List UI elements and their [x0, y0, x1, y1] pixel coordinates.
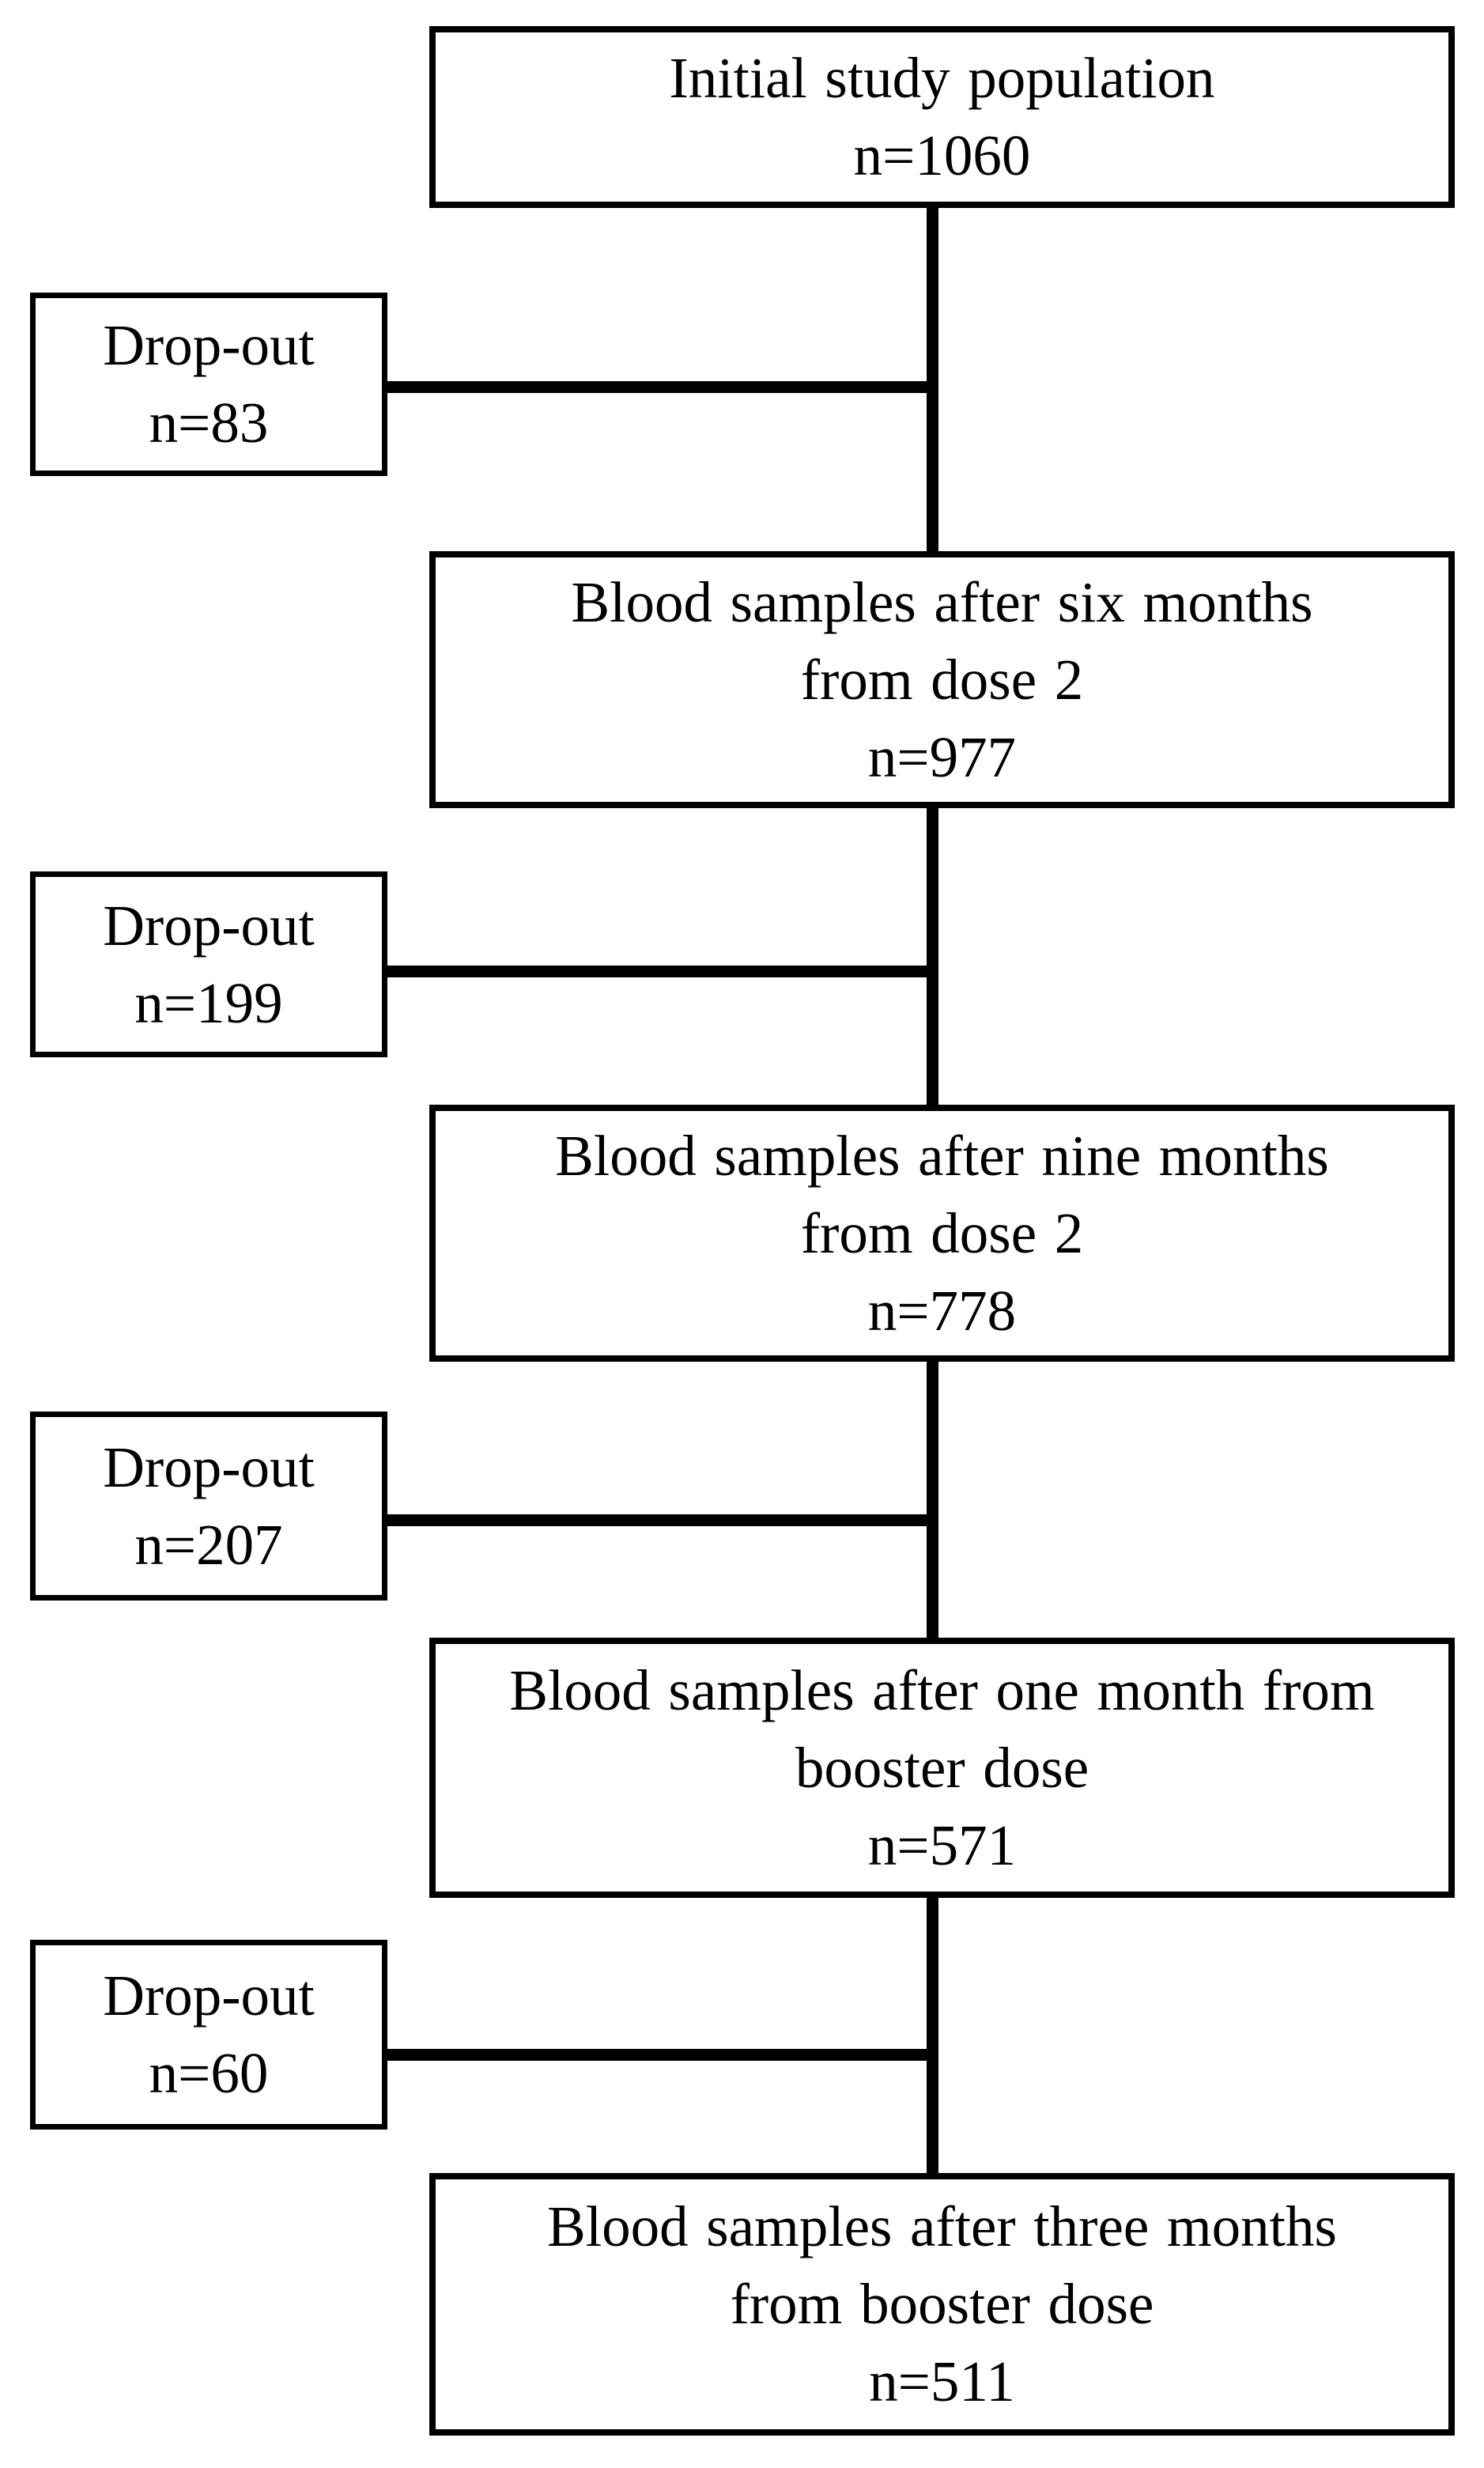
connector-dropout-2 — [384, 966, 933, 977]
box-count-line: n=778 — [867, 1278, 1017, 1343]
box-count-line: n=1060 — [853, 123, 1031, 187]
flow-box-nine-months-dose2: Blood samples after nine months from dos… — [429, 1105, 1455, 1362]
flow-box-one-month-booster: Blood samples after one month from boost… — [429, 1638, 1455, 1898]
box-text-line: booster dose — [795, 1735, 1089, 1800]
box-count-line: n=977 — [867, 724, 1017, 789]
dropout-box-3: Drop-out n=207 — [30, 1412, 387, 1601]
dropout-label: Drop-out — [103, 893, 315, 958]
flow-box-three-months-booster: Blood samples after three months from bo… — [429, 2173, 1455, 2436]
box-text-line: Initial study population — [669, 46, 1215, 110]
flow-box-initial-population: Initial study population n=1060 — [429, 26, 1455, 208]
dropout-count: n=83 — [149, 391, 269, 455]
box-text-line: Blood samples after one month from — [509, 1657, 1375, 1722]
connector-dropout-1 — [384, 381, 933, 393]
connector-dropout-3 — [384, 1514, 933, 1526]
box-text-line: from booster dose — [730, 2272, 1154, 2336]
dropout-count: n=199 — [134, 970, 283, 1035]
connector-dropout-4 — [384, 2049, 933, 2061]
dropout-box-2: Drop-out n=199 — [30, 871, 387, 1057]
box-count-line: n=571 — [867, 1812, 1017, 1877]
dropout-label: Drop-out — [103, 1434, 315, 1499]
box-text-line: from dose 2 — [800, 647, 1084, 712]
dropout-label: Drop-out — [103, 313, 315, 377]
box-text-line: Blood samples after three months — [547, 2194, 1337, 2258]
dropout-count: n=207 — [134, 1512, 283, 1577]
flow-box-six-months-dose2: Blood samples after six months from dose… — [429, 551, 1455, 808]
box-text-line: from dose 2 — [800, 1200, 1084, 1265]
box-text-line: Blood samples after nine months — [555, 1123, 1329, 1188]
dropout-box-1: Drop-out n=83 — [30, 293, 387, 476]
box-count-line: n=511 — [869, 2349, 1015, 2413]
dropout-label: Drop-out — [103, 1963, 315, 2028]
dropout-count: n=60 — [149, 2041, 269, 2105]
box-text-line: Blood samples after six months — [571, 569, 1313, 634]
dropout-box-4: Drop-out n=60 — [30, 1940, 387, 2130]
